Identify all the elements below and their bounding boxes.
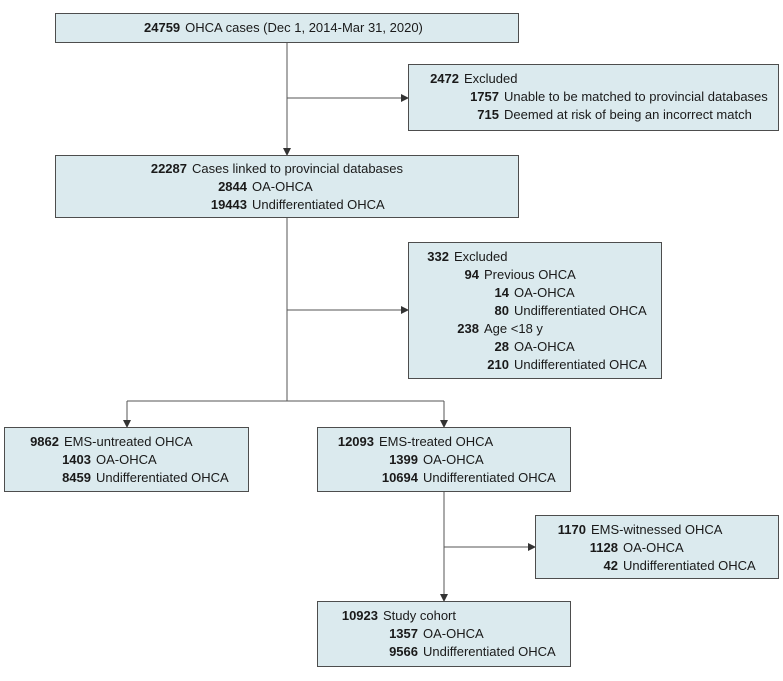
box-line: 1757 Unable to be matched to provincial d… [463, 88, 768, 106]
box-line: 14 OA-OHCA [481, 284, 575, 302]
box-line: 19443 Undifferentiated OHCA [201, 196, 385, 214]
label: OA-OHCA [96, 452, 157, 467]
box-line: 12093 EMS-treated OHCA [330, 433, 493, 451]
count: 238 [457, 321, 479, 336]
count: 80 [494, 303, 509, 318]
count: 10694 [381, 470, 418, 485]
label: Undifferentiated OHCA [252, 197, 385, 212]
box-line: 2472 Excluded [423, 70, 517, 88]
box-line: 42 Undifferentiated OHCA [582, 557, 756, 575]
count: 210 [487, 357, 509, 372]
box-line: 94 Previous OHCA [451, 266, 576, 284]
label: Undifferentiated OHCA [96, 470, 229, 485]
count: 12093 [337, 434, 374, 449]
label: Previous OHCA [484, 267, 576, 282]
box-line: 1170 EMS-witnessed OHCA [550, 521, 723, 539]
ems-untreated-box: 9862 EMS-untreated OHCA 1403 OA-OHCA 8459 U… [4, 427, 249, 492]
count: 24759 [144, 20, 181, 35]
label: Study cohort [383, 608, 456, 623]
label: OHCA cases (Dec 1, 2014-Mar 31, 2020) [185, 20, 423, 35]
box-line: 2844 OA-OHCA [201, 178, 313, 196]
count: 2472 [430, 71, 459, 86]
box-line: 210 Undifferentiated OHCA [481, 356, 647, 374]
exclusion-box-1: 2472 Excluded 1757 Unable to be matched to… [408, 64, 779, 131]
count: 1128 [589, 540, 618, 555]
box-line: 715 Deemed at risk of being an incorrect … [463, 106, 752, 124]
box-line: 1357 OA-OHCA [378, 625, 484, 643]
box-line: 238 Age <18 y [451, 320, 543, 338]
label: Undifferentiated OHCA [514, 303, 647, 318]
count: 1403 [62, 452, 91, 467]
count: 14 [494, 285, 509, 300]
count: 19443 [210, 197, 247, 212]
count: 9862 [30, 434, 59, 449]
box-line: 10923 Study cohort [336, 607, 456, 625]
count: 332 [427, 249, 449, 264]
box-line: 9862 EMS-untreated OHCA [23, 433, 193, 451]
count: 28 [494, 339, 509, 354]
count: 8459 [62, 470, 91, 485]
label: Undifferentiated OHCA [623, 558, 756, 573]
label: OA-OHCA [623, 540, 684, 555]
label: OA-OHCA [423, 452, 484, 467]
box-line: 1403 OA-OHCA [55, 451, 157, 469]
label: Deemed at risk of being an incorrect mat… [504, 107, 752, 122]
linked-cases-box: 22287 Cases linked to provincial database… [55, 155, 519, 218]
count: 2844 [218, 179, 247, 194]
label: EMS-treated OHCA [379, 434, 494, 449]
label: Undifferentiated OHCA [514, 357, 647, 372]
box-line: 9566 Undifferentiated OHCA [378, 643, 556, 661]
count: 94 [464, 267, 479, 282]
total-cases-box: 24759 OHCA cases (Dec 1, 2014-Mar 31, 202… [55, 13, 519, 43]
label: OA-OHCA [252, 179, 313, 194]
box-line: 24759 OHCA cases (Dec 1, 2014-Mar 31, 202… [144, 19, 423, 37]
box-line: 22287 Cases linked to provincial database… [141, 160, 403, 178]
count: 1399 [389, 452, 418, 467]
label: OA-OHCA [514, 285, 575, 300]
label: Age <18 y [484, 321, 543, 336]
label: Excluded [454, 249, 508, 264]
study-cohort-box: 10923 Study cohort 1357 OA-OHCA 9566 Undiff… [317, 601, 571, 667]
box-line: 1128 OA-OHCA [582, 539, 684, 557]
label: Undifferentiated OHCA [423, 644, 556, 659]
count: 22287 [150, 161, 187, 176]
count: 1170 [557, 522, 586, 537]
label: EMS-witnessed OHCA [591, 522, 723, 537]
label: Undifferentiated OHCA [423, 470, 556, 485]
count: 42 [603, 558, 618, 573]
label: OA-OHCA [423, 626, 484, 641]
ems-witnessed-box: 1170 EMS-witnessed OHCA 1128 OA-OHCA 42 Und… [535, 515, 779, 579]
box-line: 1399 OA-OHCA [374, 451, 484, 469]
label: OA-OHCA [514, 339, 575, 354]
label: EMS-untreated OHCA [64, 434, 193, 449]
count: 9566 [389, 644, 418, 659]
box-line: 10694 Undifferentiated OHCA [374, 469, 556, 487]
box-line: 28 OA-OHCA [481, 338, 575, 356]
count: 715 [477, 107, 499, 122]
count: 1357 [389, 626, 418, 641]
ems-treated-box: 12093 EMS-treated OHCA 1399 OA-OHCA 10694 U… [317, 427, 571, 492]
label: Cases linked to provincial databases [192, 161, 404, 176]
count: 10923 [341, 608, 378, 623]
count: 1757 [470, 89, 499, 104]
box-line: 80 Undifferentiated OHCA [481, 302, 647, 320]
label: Excluded [464, 71, 518, 86]
label: Unable to be matched to provincial datab… [504, 89, 768, 104]
box-line: 8459 Undifferentiated OHCA [55, 469, 229, 487]
box-line: 332 Excluded [419, 248, 507, 266]
